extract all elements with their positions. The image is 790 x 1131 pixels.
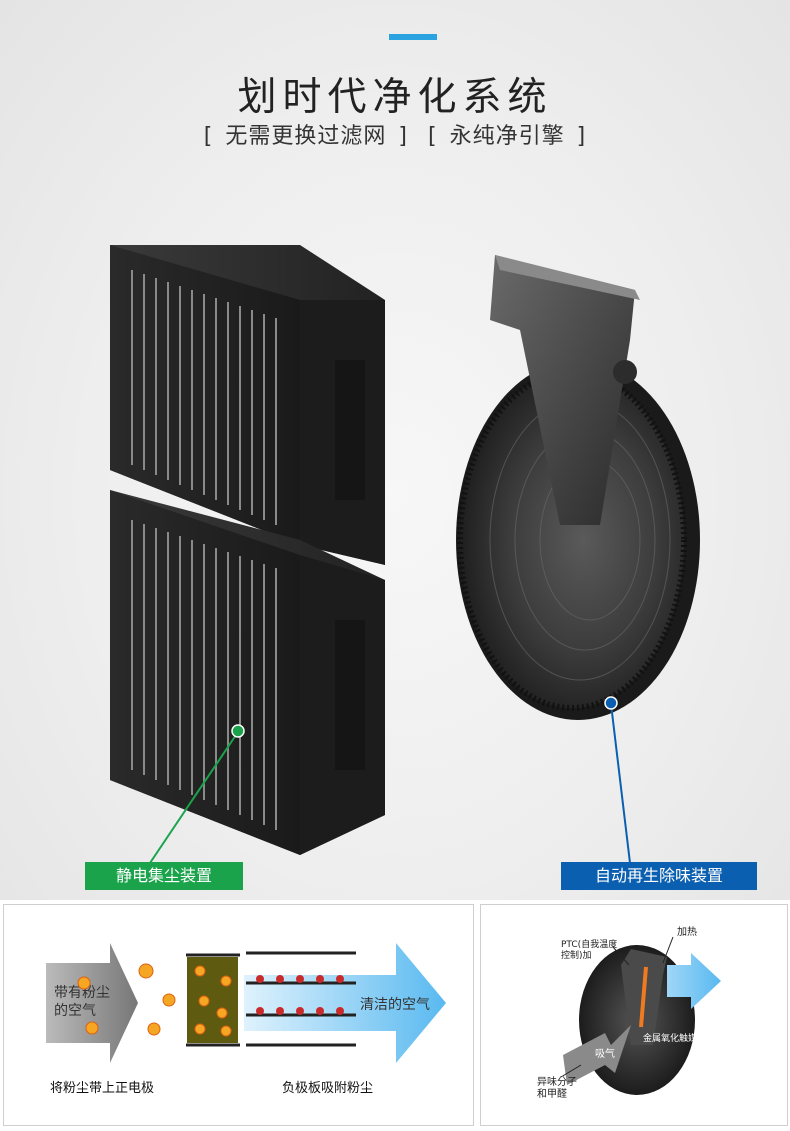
clean-air-arrow	[244, 943, 446, 1063]
molecules-line1: 异味分子	[537, 1076, 577, 1088]
filter-cartridge-upper	[110, 245, 385, 565]
ptc-label-line2: 控制)加	[561, 949, 592, 961]
dusty-air-arrow	[46, 943, 138, 1063]
regenerative-disc	[456, 255, 700, 720]
product-illustration	[110, 245, 700, 864]
pointer-line-green	[149, 731, 239, 864]
negative-plates	[246, 951, 356, 1047]
accent-bar	[389, 34, 437, 40]
subtitle-tags: [ 无需更换过滤网] [ 永纯净引擎]	[0, 118, 790, 150]
pointer-dot-green	[231, 724, 245, 738]
tag-pure-engine: 永纯净引擎	[449, 124, 565, 149]
tag-no-filter: 无需更换过滤网	[225, 124, 387, 149]
dust-particles	[77, 963, 176, 1036]
tag-left-bracket-2: [	[428, 124, 438, 149]
adsorbed-dust	[256, 975, 344, 1015]
intake-arrow	[563, 1025, 631, 1085]
charged-particles	[194, 965, 232, 1037]
catalyst-label: 金属氧化触媒	[643, 1032, 697, 1044]
outflow-arrow	[667, 953, 721, 1009]
heat-label: 加热	[677, 925, 697, 938]
dusty-air-line1: 带有粉尘	[54, 985, 110, 1001]
tag-right-bracket: ]	[398, 124, 408, 149]
page-title: 划时代净化系统	[237, 75, 553, 120]
pointer-line-blue	[610, 703, 631, 864]
tag-left-bracket: [	[203, 124, 214, 149]
caption-regenerative: 自动再生除味装置	[561, 862, 757, 890]
dusty-air-line2: 的空气	[54, 1003, 96, 1019]
tag-right-bracket-2: ]	[576, 124, 587, 149]
diagram-panel-electrostatic: 带有粉尘 的空气 清洁的空气 将粉尘带上正电极 负极板	[3, 904, 474, 1126]
caption-electrostatic: 静电集尘装置	[85, 862, 243, 890]
ptc-label: PTC(自我温度 控制)加	[561, 938, 620, 961]
regenerative-diagram: PTC(自我温度 控制)加 加热 金属氧化触媒 吸气 异味分子 和甲醛	[537, 925, 721, 1100]
electrostatic-diagram: 带有粉尘 的空气 清洁的空气	[46, 943, 446, 1063]
molecules-line2: 和甲醛	[537, 1087, 567, 1100]
ptc-label-line1: PTC(自我温度	[561, 938, 617, 950]
intake-label: 吸气	[595, 1047, 615, 1060]
molecules-label: 异味分子 和甲醛	[537, 1076, 580, 1100]
step-positive-electrode: 将粉尘带上正电极	[50, 1081, 155, 1096]
clean-air-text: 清洁的空气	[360, 997, 430, 1013]
pointer-dot-blue	[604, 696, 618, 710]
diagram-panel-regenerative: PTC(自我温度 控制)加 加热 金属氧化触媒 吸气 异味分子 和甲醛	[480, 904, 788, 1126]
step-negative-plate: 负极板吸附粉尘	[282, 1081, 374, 1096]
filter-cartridge-lower	[110, 490, 385, 855]
dusty-air-text: 带有粉尘 的空气	[54, 985, 114, 1019]
